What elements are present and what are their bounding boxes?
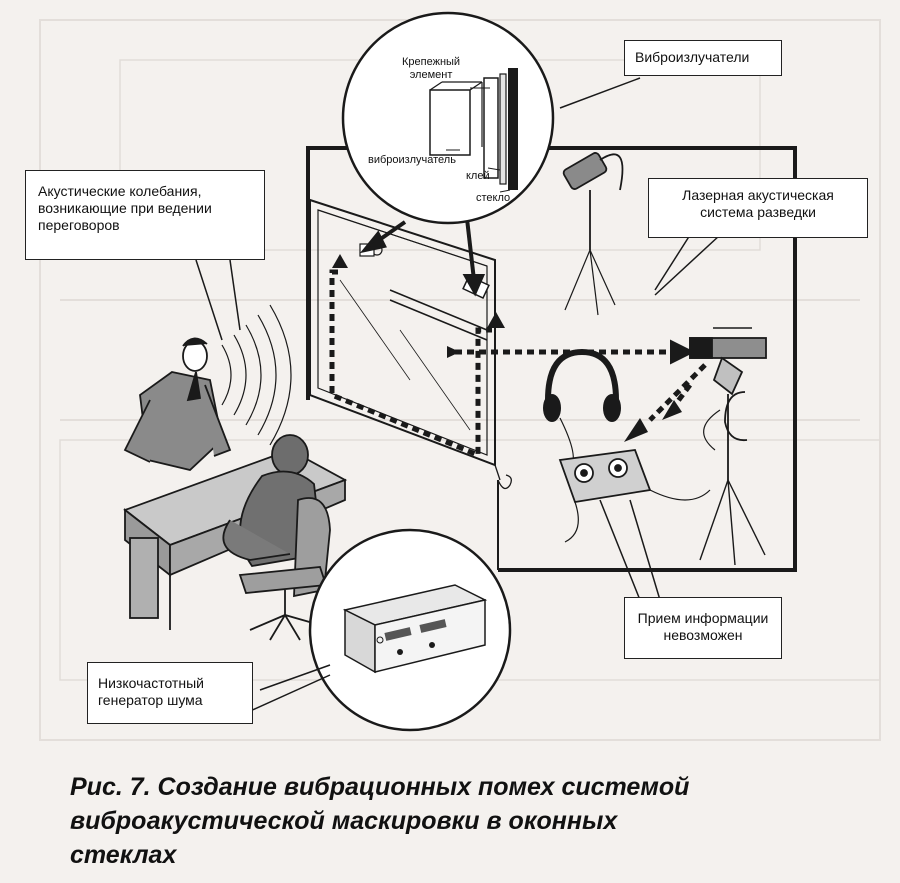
callout-pointers	[195, 77, 721, 713]
laser-beam-paths	[329, 269, 707, 459]
tape-recorder-icon	[558, 449, 711, 543]
laser-beam-arrowheads	[447, 346, 682, 442]
label-vibro-emitter: виброизлучатель	[368, 154, 456, 166]
callout-noise-generator: Низкочастотный генератор шума	[87, 662, 253, 724]
sound-waves-icon	[221, 304, 292, 446]
callout-line: Лазерная акустическая	[682, 187, 834, 203]
caption-line: стеклах	[70, 841, 177, 869]
detail-circle-generator	[308, 528, 512, 732]
callout-line: Прием информации	[637, 610, 769, 626]
person-standing-icon	[123, 337, 232, 471]
label-mount-element: Крепежный элемент	[402, 56, 461, 81]
chair-icon	[238, 497, 331, 641]
callout-line: Низкочастотный	[98, 675, 204, 691]
callout-acoustic-vibrations: Акустические колебания, возникающие при …	[25, 170, 265, 260]
callout-vibro-emitters: Виброизлучатели	[624, 40, 782, 76]
callout-laser-system: Лазерная акустическая система разведки	[648, 178, 868, 238]
callout-line: переговоров	[38, 217, 120, 233]
label-glue: клей	[466, 170, 490, 182]
label-glass: стекло	[476, 192, 511, 204]
detail-circle-glass-mount	[341, 11, 555, 225]
headphones-icon	[543, 348, 621, 469]
room	[306, 146, 797, 572]
callout-reception-impossible: Прием информации невозможен	[624, 597, 782, 659]
callout-line: возникающие при ведении	[38, 200, 212, 216]
microphone-on-tripod-icon	[562, 152, 624, 316]
caption-line: виброакустической маскировки в оконных	[70, 807, 618, 835]
callout-line: Акустические колебания,	[38, 183, 202, 199]
callout-line: генератор шума	[98, 692, 203, 708]
window-icon	[309, 198, 512, 490]
figure-caption: Рис. 7. Создание вибрационных помех сист…	[70, 770, 890, 872]
caption-line: Рис. 7. Создание вибрационных помех сист…	[70, 773, 690, 801]
callout-line: система разведки	[700, 204, 816, 220]
laser-on-tripod-icon	[689, 327, 767, 566]
callout-line: невозможен	[663, 627, 743, 643]
